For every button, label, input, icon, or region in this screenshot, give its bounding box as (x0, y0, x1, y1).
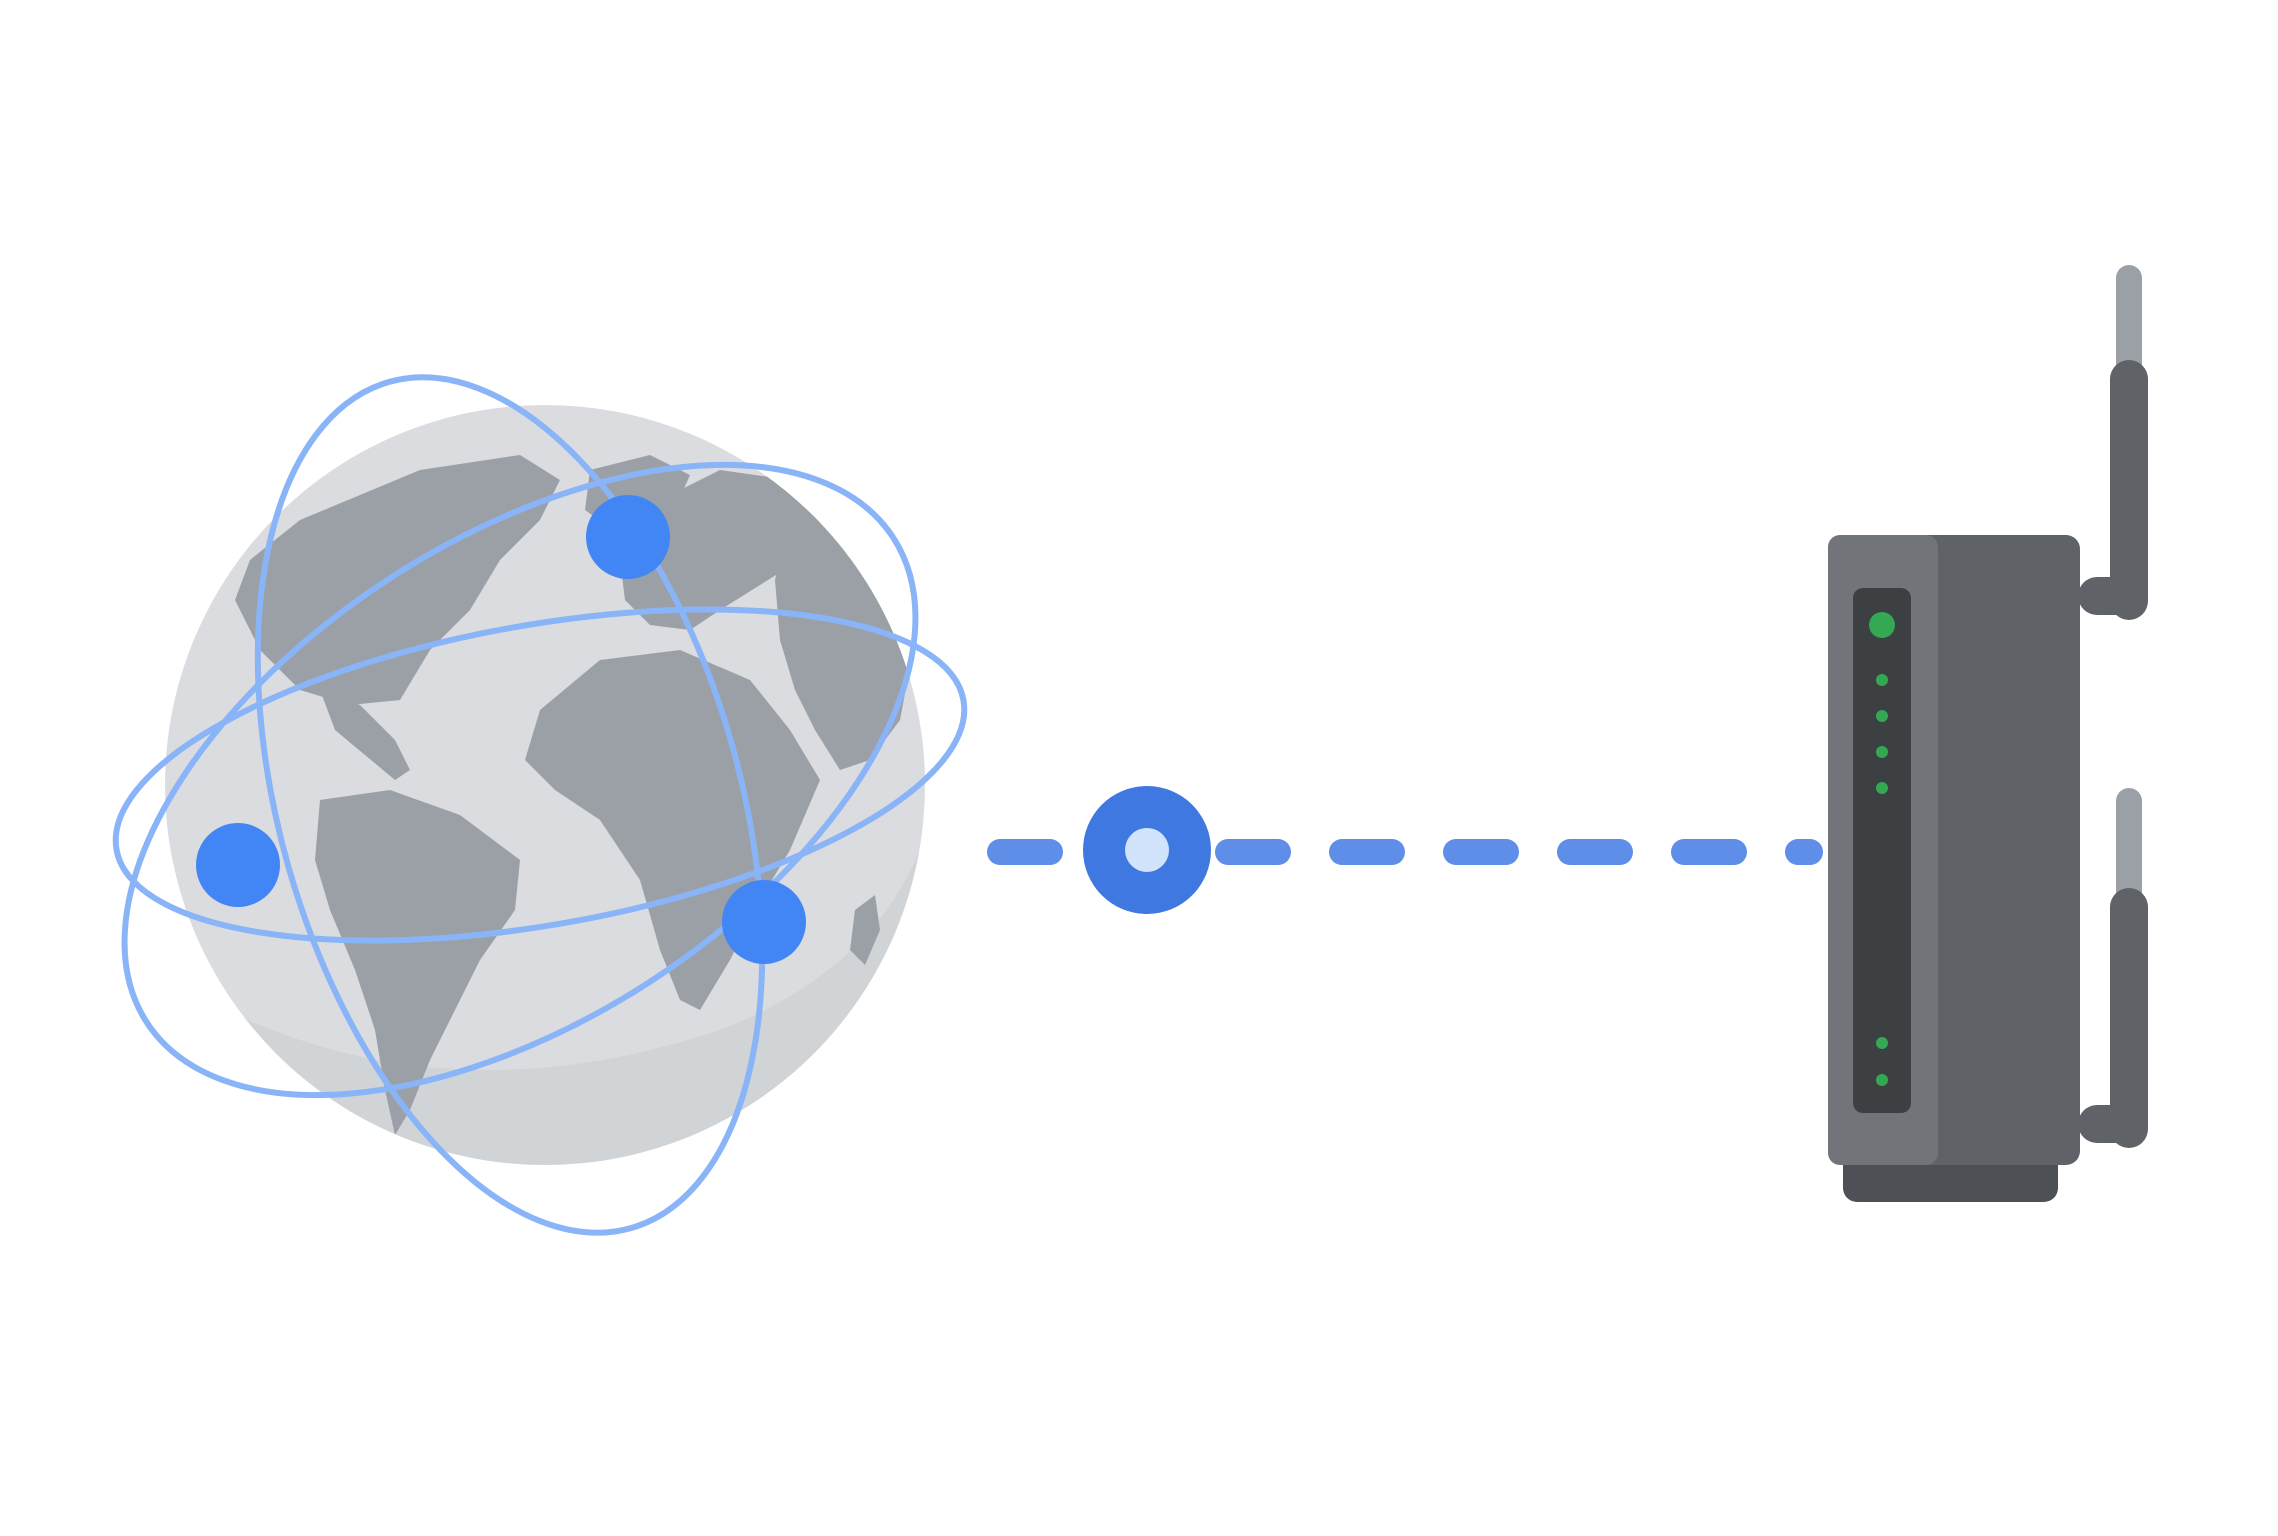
status-light-power (1869, 612, 1895, 638)
status-light (1876, 782, 1888, 794)
router-icon (1828, 265, 2148, 1202)
status-light (1876, 1037, 1888, 1049)
orbit-nodes (196, 495, 806, 964)
orbit-ring-1 (112, 606, 968, 944)
status-light (1876, 674, 1888, 686)
orbit-node (586, 495, 670, 579)
globe-icon (112, 374, 968, 1236)
antenna-lower (2078, 788, 2148, 1148)
status-lights (1869, 612, 1895, 1086)
orbit-node (722, 880, 806, 964)
continent-south-america (315, 790, 520, 1135)
connection-link (987, 786, 1823, 914)
status-panel (1853, 588, 1911, 1113)
continent-central-america (320, 690, 410, 780)
connection-point-inner (1125, 828, 1169, 872)
status-light (1876, 746, 1888, 758)
status-light (1876, 1074, 1888, 1086)
continent-madagascar (850, 895, 880, 965)
orbit-ring-3 (121, 461, 919, 1099)
orbits (112, 374, 968, 1236)
status-light (1876, 710, 1888, 722)
continent-north-america (235, 455, 560, 705)
orbit-ring-2 (254, 374, 766, 1236)
orbit-node (196, 823, 280, 907)
antenna-upper (2078, 265, 2148, 620)
